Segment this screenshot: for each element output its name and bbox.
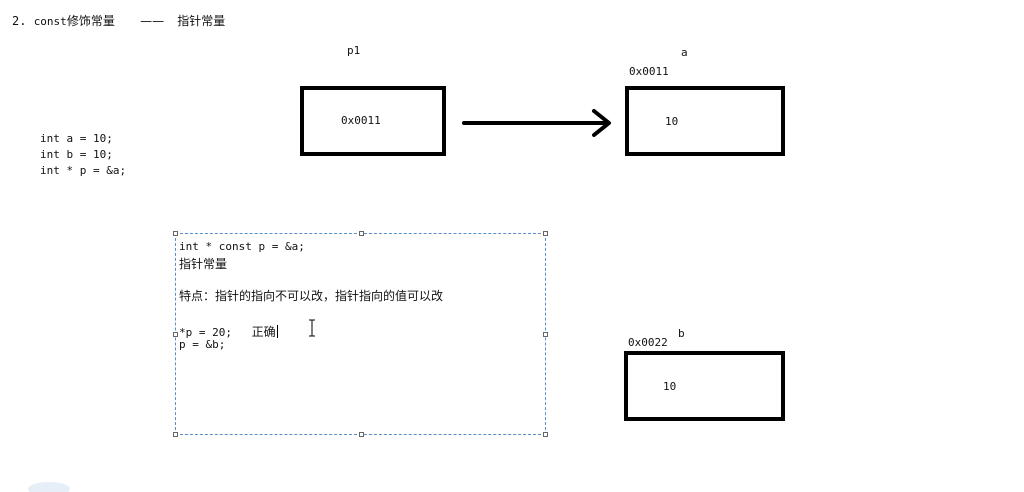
text-caret (276, 325, 278, 338)
resize-handle-middle-right[interactable] (543, 332, 548, 337)
textbox-line-5: p = &b; (179, 338, 226, 351)
resize-handle-bottom-middle[interactable] (359, 432, 364, 437)
resize-handle-top-middle[interactable] (359, 231, 364, 236)
title-subtitle: 指针常量 (177, 14, 226, 28)
pointer-box (300, 86, 446, 156)
textbox-line-4-code: *p = 20; (179, 326, 232, 339)
code-line-3: int * p = &a; (40, 164, 127, 177)
corner-decoration (28, 482, 70, 492)
textbox-line-2: 指针常量 (179, 257, 228, 271)
pointer-label: p1 (347, 44, 361, 57)
code-line-2: int b = 10; (40, 148, 113, 161)
code-block-left: int a = 10; int b = 10; int * p = &a; (40, 131, 126, 179)
var-b-address: 0x0022 (628, 336, 668, 349)
textbox-line-3: 特点：指针的指向不可以改，指针指向的值可以改 (179, 289, 444, 303)
resize-handle-bottom-right[interactable] (543, 432, 548, 437)
var-b-box (624, 351, 785, 421)
pointer-arrow (462, 109, 611, 137)
title-dash: —— (140, 14, 165, 28)
var-b-value: 10 (663, 380, 677, 393)
pointer-value: 0x0011 (341, 114, 381, 127)
resize-handle-top-left[interactable] (173, 231, 178, 236)
var-b-label: b (678, 327, 685, 340)
arrow-head (592, 109, 611, 137)
title-cn: 修饰常量 (66, 14, 115, 28)
title-code: const (33, 15, 67, 28)
resize-handle-bottom-left[interactable] (173, 432, 178, 437)
code-line-1: int a = 10; (40, 132, 113, 145)
textbox-line-1: int * const p = &a; (179, 240, 305, 253)
textbox-line-4-note: 正确 (251, 325, 276, 339)
resize-handle-middle-left[interactable] (173, 332, 178, 337)
resize-handle-top-right[interactable] (543, 231, 548, 236)
var-a-box (625, 86, 785, 156)
var-a-value: 10 (665, 115, 679, 128)
page-title: 2. const修饰常量 —— 指针常量 (12, 12, 225, 29)
ibeam-cursor-icon (309, 319, 315, 337)
selected-text-box[interactable]: int * const p = &a; 指针常量 特点：指针的指向不可以改，指针… (173, 231, 548, 437)
title-number: 2. (12, 14, 27, 28)
var-a-address: 0x0011 (629, 65, 669, 78)
textbox-line-4: *p = 20; 正确 (179, 321, 278, 340)
var-a-label: a (681, 46, 688, 59)
